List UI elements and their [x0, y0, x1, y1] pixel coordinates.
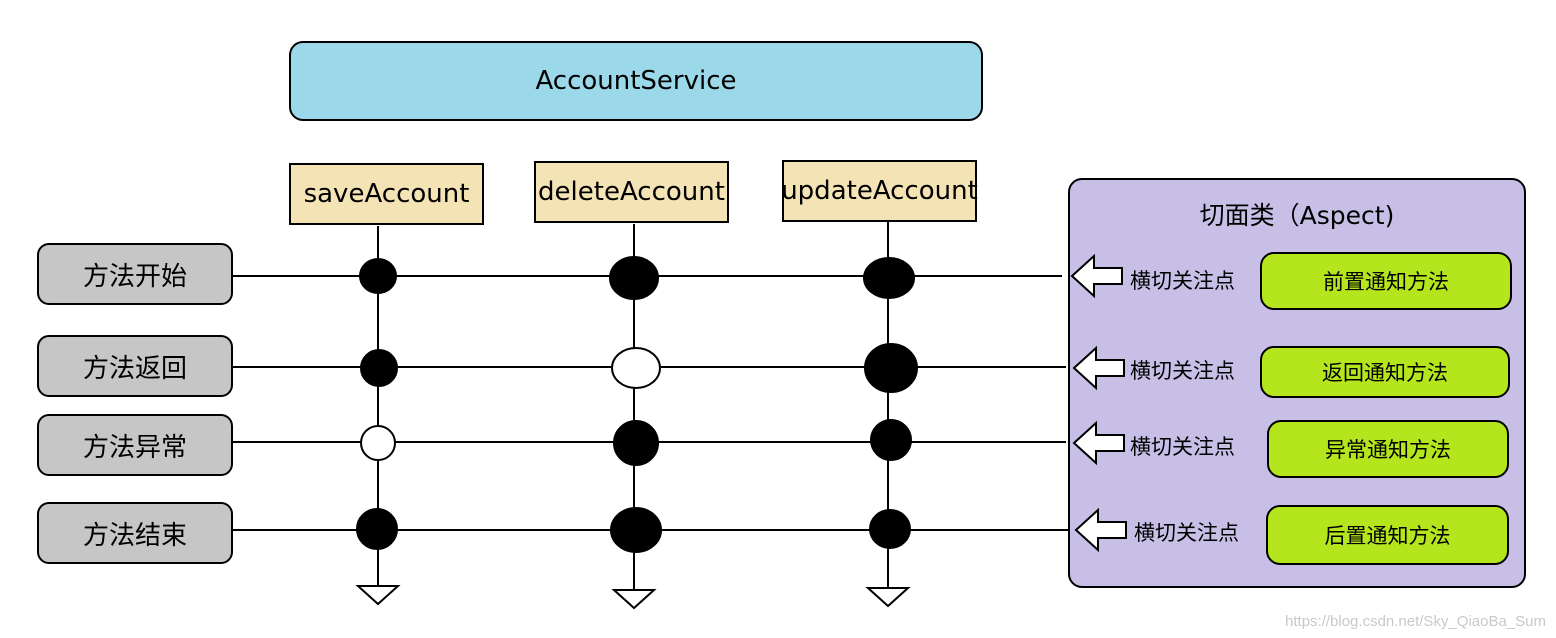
- joinpoint-label-1: 横切关注点: [1130, 269, 1235, 293]
- join-point-delete-return: [611, 347, 661, 389]
- watermark: https://blog.csdn.net/Sky_QiaoBa_Sum: [1285, 613, 1546, 630]
- stage-label-return: 方法返回: [82, 353, 187, 384]
- stage-label-start: 方法开始: [82, 261, 187, 292]
- advice-after: 后置通知方法: [1266, 505, 1509, 565]
- end-arrow-update: [865, 587, 911, 608]
- stage-label-end: 方法结束: [82, 520, 187, 551]
- stage-box-return: 方法返回: [37, 335, 233, 397]
- join-point-delete-end: [610, 507, 662, 553]
- method-box-update: updateAccount: [781, 160, 978, 222]
- method-label-save: saveAccount: [303, 179, 470, 209]
- join-point-update-start: [863, 257, 915, 299]
- method-label-update: updateAccount: [781, 176, 978, 206]
- joinpoint-label-2: 横切关注点: [1130, 359, 1235, 383]
- advice-after-returning: 返回通知方法: [1260, 346, 1510, 398]
- join-point-delete-exception: [613, 420, 659, 466]
- join-point-update-end: [869, 509, 911, 549]
- end-arrow-delete: [611, 589, 657, 610]
- advice-before-label: 前置通知方法: [1323, 270, 1449, 294]
- joinpoint-arrow-icon-1: [1070, 253, 1123, 299]
- advice-after-throwing: 异常通知方法: [1267, 420, 1509, 478]
- joinpoint-arrow-icon-3: [1072, 420, 1125, 466]
- join-point-delete-start: [609, 256, 659, 300]
- join-point-save-exception: [360, 425, 396, 461]
- stage-box-start: 方法开始: [37, 243, 233, 305]
- advice-after-label: 后置通知方法: [1324, 524, 1451, 548]
- service-header: AccountService: [289, 41, 983, 121]
- stage-box-exception: 方法异常: [37, 414, 233, 476]
- advice-before: 前置通知方法: [1260, 252, 1512, 310]
- method-box-delete: deleteAccount: [534, 161, 729, 223]
- join-point-update-exception: [870, 419, 912, 461]
- end-arrow-save: [355, 585, 401, 606]
- join-point-save-end: [356, 508, 398, 550]
- joinpoint-arrow-icon-2: [1072, 345, 1125, 391]
- joinpoint-label-3: 横切关注点: [1130, 435, 1235, 459]
- join-point-update-return: [864, 343, 918, 393]
- join-point-save-return: [360, 349, 398, 387]
- advice-after-returning-label: 返回通知方法: [1322, 361, 1448, 385]
- joinpoint-label-4: 横切关注点: [1134, 521, 1239, 545]
- stage-label-exception: 方法异常: [82, 432, 187, 463]
- joinpoint-arrow-icon-4: [1074, 507, 1127, 553]
- service-title: AccountService: [535, 66, 737, 96]
- join-point-save-start: [359, 258, 397, 294]
- advice-after-throwing-label: 异常通知方法: [1325, 438, 1451, 462]
- method-box-save: saveAccount: [289, 163, 484, 225]
- aspect-title: 切面类（Aspect): [1199, 201, 1395, 230]
- method-label-delete: deleteAccount: [538, 177, 725, 207]
- stage-box-end: 方法结束: [37, 502, 233, 564]
